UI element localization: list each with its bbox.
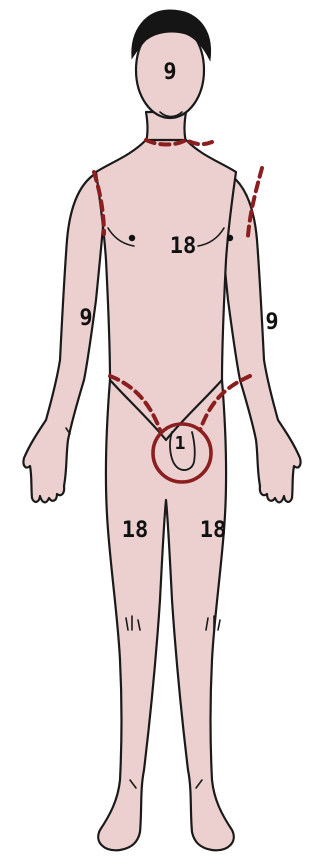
right-arm-label: 9 [79,306,92,331]
left-nipple [227,235,233,241]
right-nipple [129,235,135,241]
trunk-label: 18 [170,234,197,259]
left-leg-label: 18 [200,518,227,543]
left-arm-shape [220,172,301,502]
head-label: 9 [163,60,176,85]
legs-shape [98,380,234,850]
right-arm-shape [23,172,104,502]
left-arm-label: 9 [265,310,278,335]
genital-label: 1 [175,433,186,454]
right-leg-label: 18 [122,518,149,543]
